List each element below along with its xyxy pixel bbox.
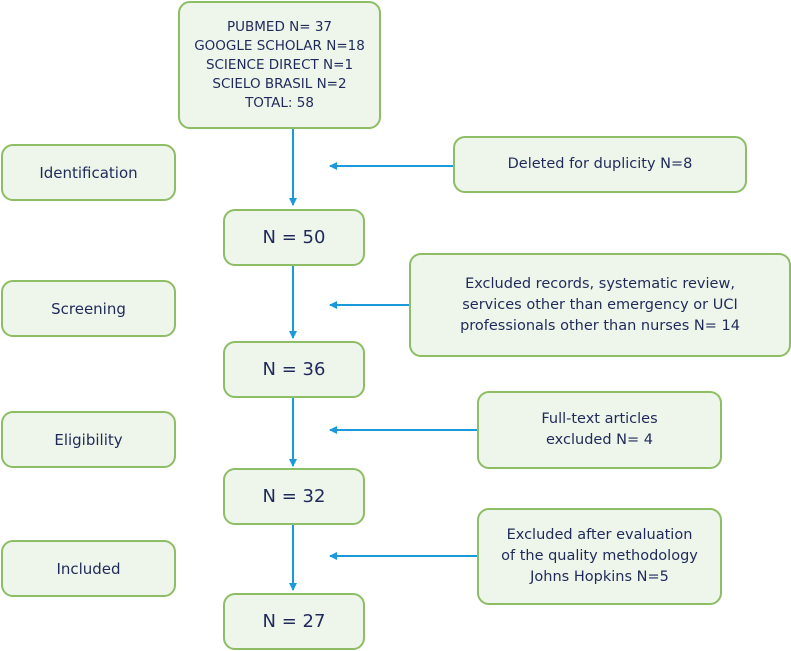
count-box-32: N = 32 [223, 468, 365, 525]
stage-label: Screening [51, 299, 126, 318]
exclusion-text: of the quality methodology [501, 548, 698, 564]
count-box-50: N = 50 [223, 209, 365, 266]
exclusion-text: Excluded after evaluation [506, 527, 693, 543]
exclusion-text: professionals other than nurses N= 14 [460, 317, 740, 334]
source-science-direct: SCIENCE DIRECT N=1 [205, 56, 354, 73]
count-box-27: N = 27 [223, 593, 365, 650]
source-google-scholar: GOOGLE SCHOLAR N=18 [194, 37, 365, 54]
stage-included: Included [1, 540, 176, 597]
count-value: N = 50 [262, 227, 326, 248]
stage-label: Eligibility [54, 430, 123, 449]
exclusion-box-records: Excluded records, systematic review, ser… [409, 253, 791, 357]
exclusion-box-quality: Excluded after evaluation of the quality… [477, 508, 722, 605]
sources-box: PUBMED N= 37 GOOGLE SCHOLAR N=18 SCIENCE… [178, 1, 381, 129]
exclusion-text: Excluded records, systematic review, [465, 275, 735, 292]
stage-label: Identification [39, 163, 138, 182]
count-value: N = 36 [262, 359, 326, 380]
exclusion-text: excluded N= 4 [546, 432, 653, 448]
exclusion-box-duplicity: Deleted for duplicity N=8 [453, 136, 747, 193]
count-box-36: N = 36 [223, 341, 365, 398]
exclusion-text: Deleted for duplicity N=8 [507, 156, 693, 172]
count-value: N = 32 [262, 486, 326, 507]
stage-screening: Screening [1, 280, 176, 337]
stage-identification: Identification [1, 144, 176, 201]
count-value: N = 27 [262, 611, 326, 632]
exclusion-text: Johns Hopkins N=5 [530, 569, 669, 585]
exclusion-text: services other than emergency or UCI [462, 296, 738, 313]
stage-eligibility: Eligibility [1, 411, 176, 468]
source-total: TOTAL: 58 [245, 94, 314, 111]
source-scielo-brasil: SCIELO BRASIL N=2 [212, 75, 347, 92]
source-pubmed: PUBMED N= 37 [226, 18, 333, 35]
exclusion-text: Full-text articles [541, 411, 658, 427]
stage-label: Included [56, 559, 121, 578]
exclusion-box-fulltext: Full-text articles excluded N= 4 [477, 391, 722, 469]
